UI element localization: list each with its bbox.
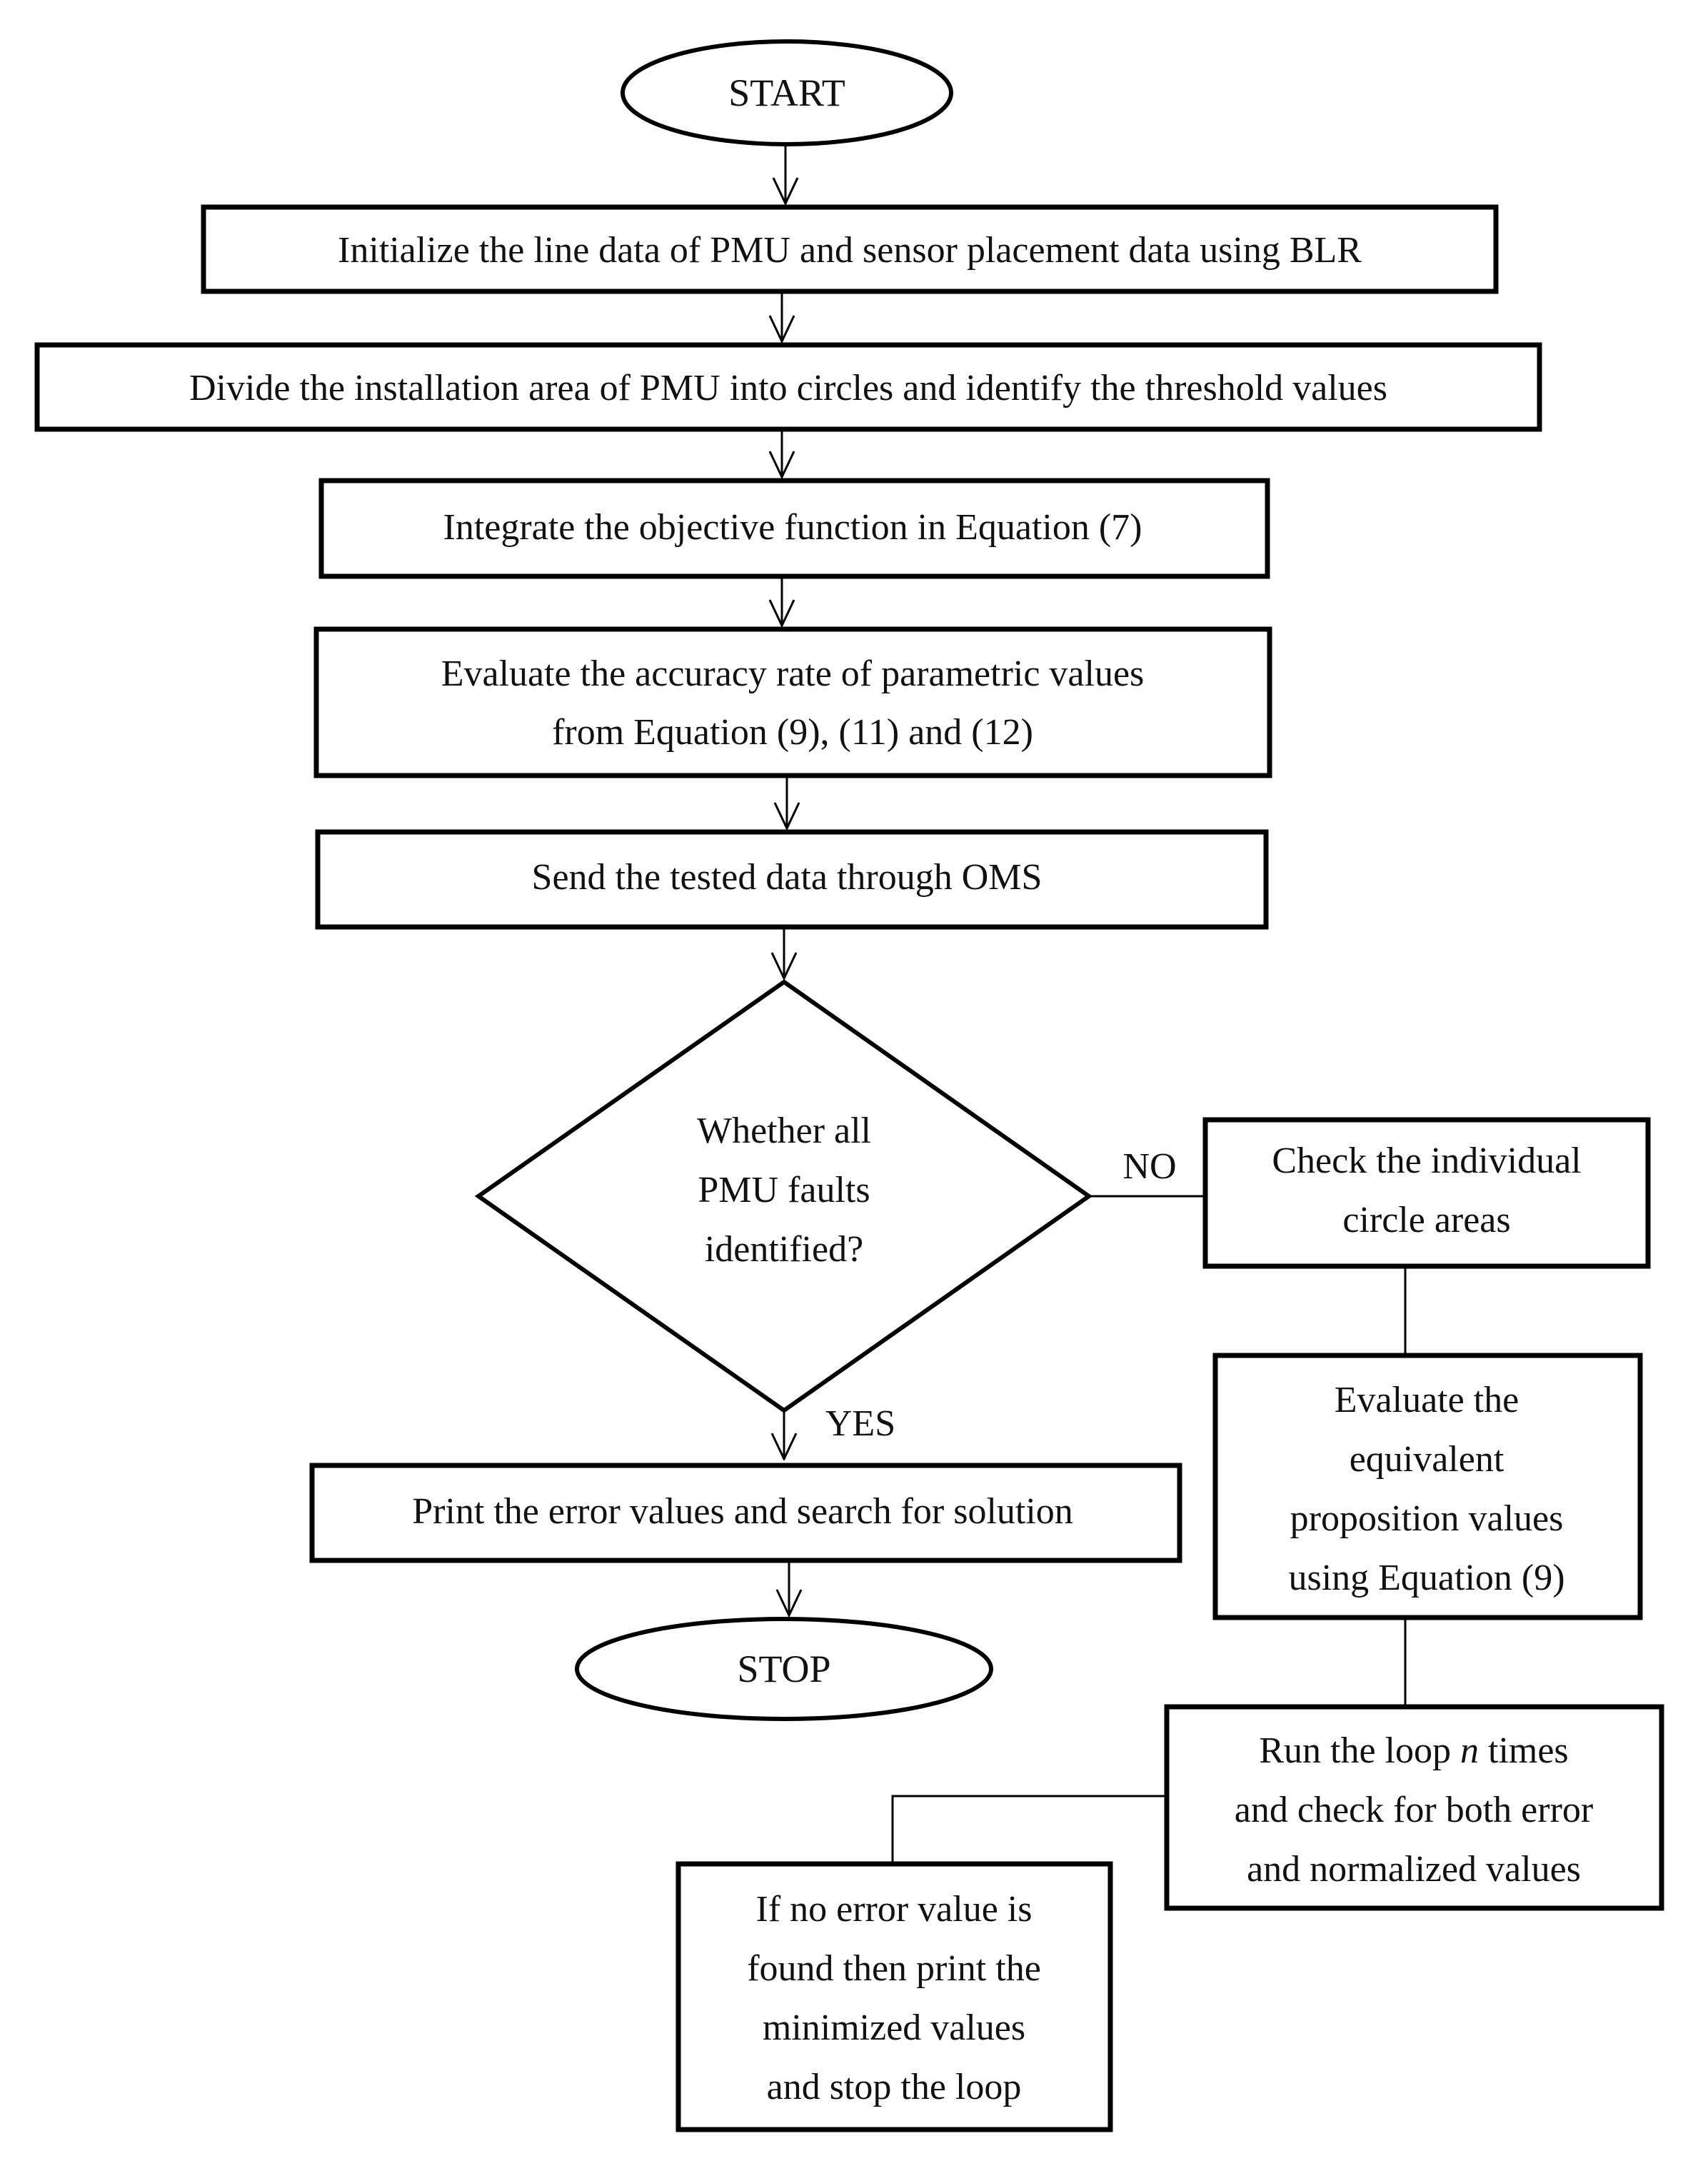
send-label: Send the tested data through OMS <box>532 857 1043 898</box>
run-loop-line-1-pre: Run the loop <box>1259 1730 1451 1771</box>
no-error-line-3: minimized values <box>763 2007 1025 2048</box>
start-label: START <box>728 71 845 114</box>
evaluate-accuracy-line-2: from Equation (9), (11) and (12) <box>552 712 1033 753</box>
evaluate-equivalent-line-2: equivalent <box>1350 1439 1504 1480</box>
run-loop-line-1-post: times <box>1488 1730 1569 1771</box>
evaluate-accuracy-line-1: Evaluate the accuracy rate of parametric… <box>441 653 1145 694</box>
divide-label: Divide the installation area of PMU into… <box>189 368 1387 408</box>
no-error-line-2: found then print the <box>747 1948 1041 1989</box>
no-error-box <box>675 1861 1113 2132</box>
run-loop-box <box>1164 1704 1664 1911</box>
stop-terminal <box>575 1617 993 1721</box>
divide-box <box>34 342 1542 432</box>
evaluate-equivalent-box <box>1212 1353 1643 1620</box>
integrate-label: Integrate the objective function in Equa… <box>443 507 1142 548</box>
evaluate-equivalent-line-3: proposition values <box>1290 1498 1564 1539</box>
decision-line-1: Whether all <box>697 1110 871 1151</box>
start-terminal <box>621 39 953 146</box>
print-error-label: Print the error values and search for so… <box>412 1491 1073 1532</box>
check-circles-box <box>1202 1117 1651 1269</box>
init-label: Initialize the line data of PMU and sens… <box>338 230 1362 271</box>
yes-label: YES <box>825 1403 895 1444</box>
check-circles-line-1: Check the individual <box>1272 1140 1581 1181</box>
evaluate-equivalent-line-4: using Equation (9) <box>1288 1558 1564 1598</box>
decision-line-2: PMU faults <box>698 1170 870 1210</box>
no-error-line-1: If no error value is <box>756 1889 1033 1930</box>
init-box <box>201 204 1499 294</box>
integrate-box <box>318 478 1270 579</box>
check-circles-line-2: circle areas <box>1342 1200 1510 1240</box>
run-loop-line-2: and check for both error <box>1235 1790 1593 1830</box>
run-loop-line-1: Run the loop n times <box>1259 1730 1568 1771</box>
send-box <box>315 829 1269 930</box>
evaluate-accuracy-box <box>313 626 1272 778</box>
run-loop-line-3: and normalized values <box>1247 1849 1581 1890</box>
decision-line-3: identified? <box>705 1229 863 1270</box>
evaluate-equivalent-line-1: Evaluate the <box>1335 1380 1519 1420</box>
run-loop-variable: n <box>1460 1730 1479 1771</box>
print-error-box <box>309 1463 1182 1563</box>
stop-label: STOP <box>737 1648 830 1690</box>
no-label: NO <box>1122 1146 1176 1187</box>
no-error-line-4: and stop the loop <box>767 2067 1022 2107</box>
connector-run-loop-to-no-error <box>891 1795 1167 1864</box>
